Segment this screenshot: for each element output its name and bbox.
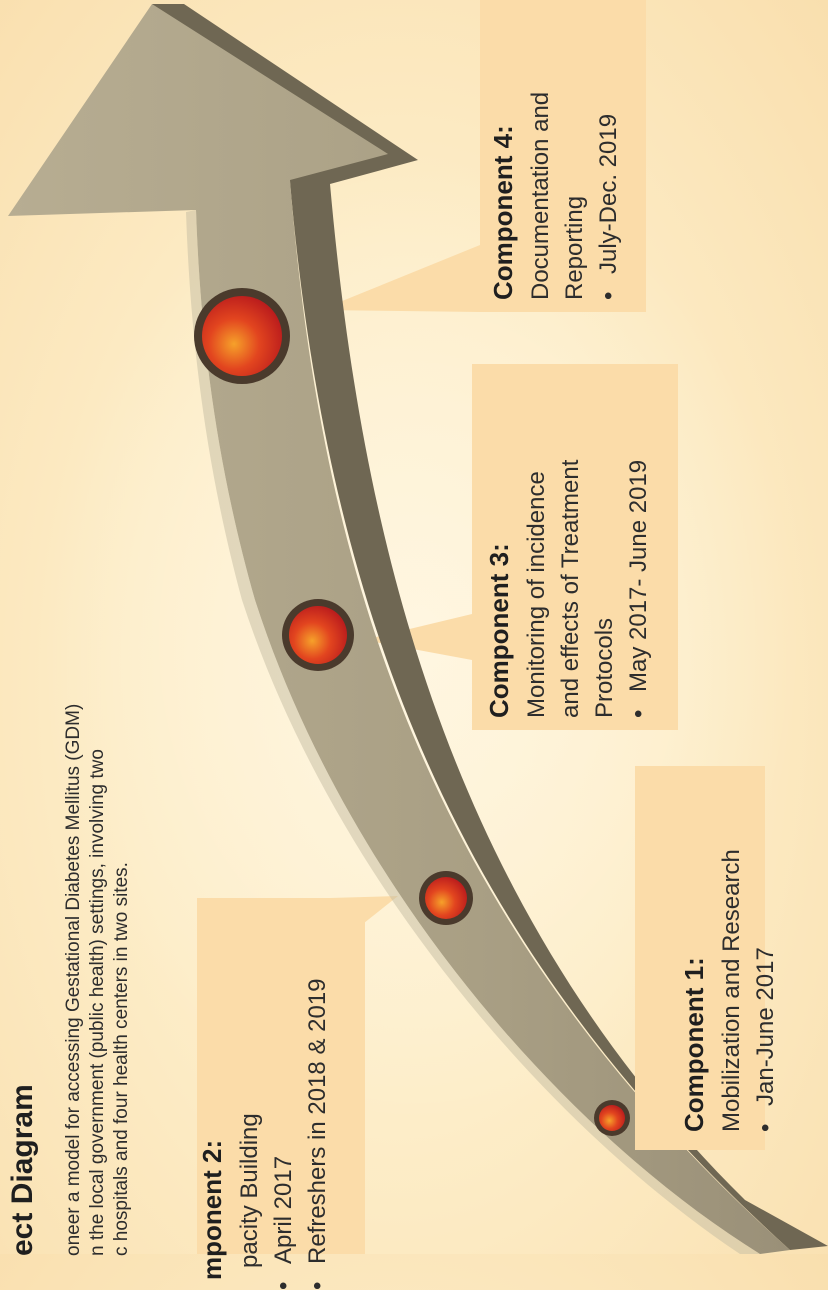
- component-bullet: •May 2017- June 2019: [622, 460, 656, 718]
- component-bullet: •Jan-June 2017: [749, 947, 783, 1132]
- component-line: Reporting: [558, 196, 592, 300]
- component-title: Component 1:: [679, 957, 710, 1132]
- component-line: Monitoring of incidence: [520, 471, 554, 718]
- component-line: Documentation and: [524, 92, 558, 300]
- component-bullet: •April 2017: [267, 1156, 301, 1290]
- callout-component-1: Component 1: Mobilization and Research •…: [635, 766, 765, 1150]
- callout-component-4: Component 4: Documentation and Reporting…: [480, 0, 646, 312]
- component-bullet: •July-Dec. 2019: [592, 114, 626, 300]
- component-title: Component 4:: [488, 125, 519, 300]
- component-line: pacity Building: [233, 1113, 267, 1268]
- description-line: oneer a model for accessing Gestational …: [62, 704, 86, 1256]
- rotated-text-layer: ect Diagram oneer a model for accessing …: [0, 0, 828, 1254]
- description-line: n the local government (public health) s…: [86, 704, 110, 1256]
- diagram-title: ect Diagram: [6, 1084, 40, 1256]
- callout-component-3: Component 3: Monitoring of incidence and…: [472, 364, 678, 730]
- component-bullet: •Refreshers in 2018 & 2019: [301, 978, 335, 1290]
- component-title: Component 3:: [484, 543, 515, 718]
- description-line: c hospitals and four health centers in t…: [110, 704, 134, 1256]
- component-title: mponent 2:: [197, 1140, 228, 1280]
- component-line: Protocols: [588, 618, 622, 718]
- diagram-description: oneer a model for accessing Gestational …: [62, 704, 134, 1256]
- component-line: and effects of Treatment: [554, 460, 588, 718]
- callout-component-2: mponent 2: pacity Building •April 2017 •…: [197, 898, 365, 1254]
- component-line: Mobilization and Research: [715, 849, 749, 1132]
